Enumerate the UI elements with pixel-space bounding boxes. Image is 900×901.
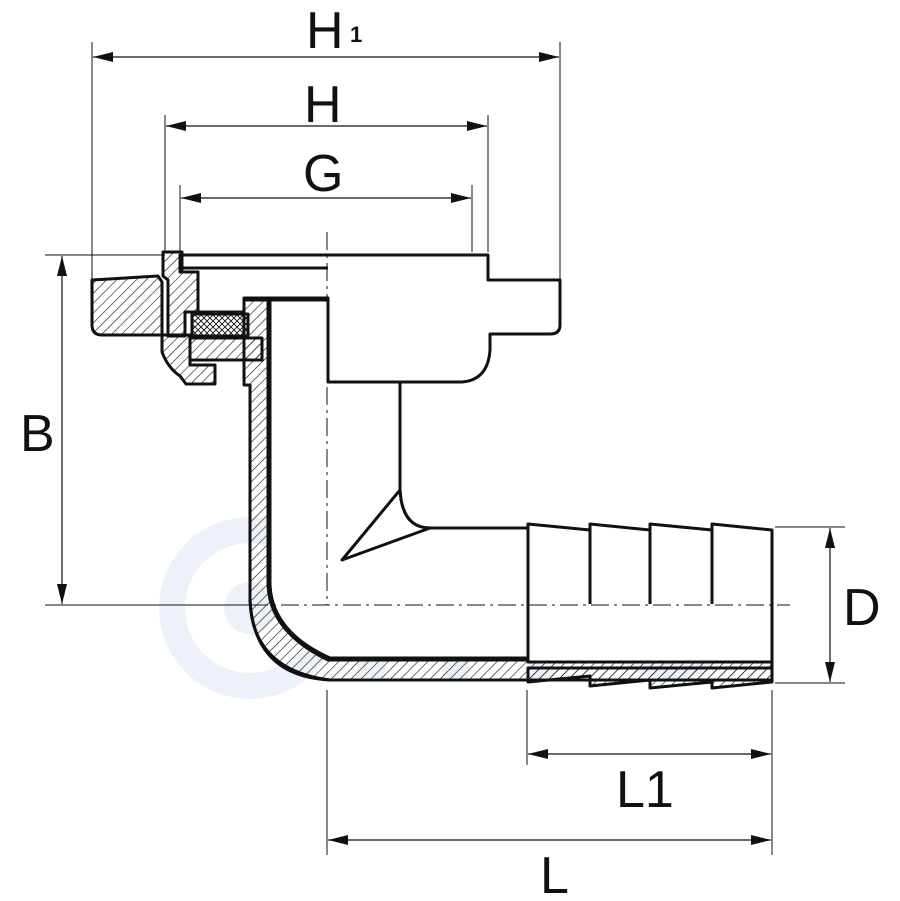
fitting-body — [90, 250, 774, 690]
label-b: B — [20, 405, 55, 463]
label-g: G — [303, 145, 343, 203]
gasket — [190, 312, 250, 338]
label-h1: H — [306, 2, 344, 60]
nut-top-section — [161, 250, 200, 338]
elbow-rib — [340, 488, 432, 562]
extension-lines — [45, 42, 845, 855]
dimension-lines — [57, 52, 835, 845]
label-h1-subscript: 1 — [350, 22, 362, 47]
label-l: L — [540, 847, 569, 901]
label-d: D — [843, 579, 881, 637]
label-l1: L1 — [616, 761, 674, 819]
dimension-labels: H 1 H G B D L1 L — [20, 2, 881, 901]
center-lines — [250, 232, 790, 606]
nut-body-right — [178, 253, 562, 384]
label-h: H — [304, 76, 342, 134]
barb-bottom-teeth — [526, 666, 774, 690]
nut-section-left — [90, 274, 164, 337]
